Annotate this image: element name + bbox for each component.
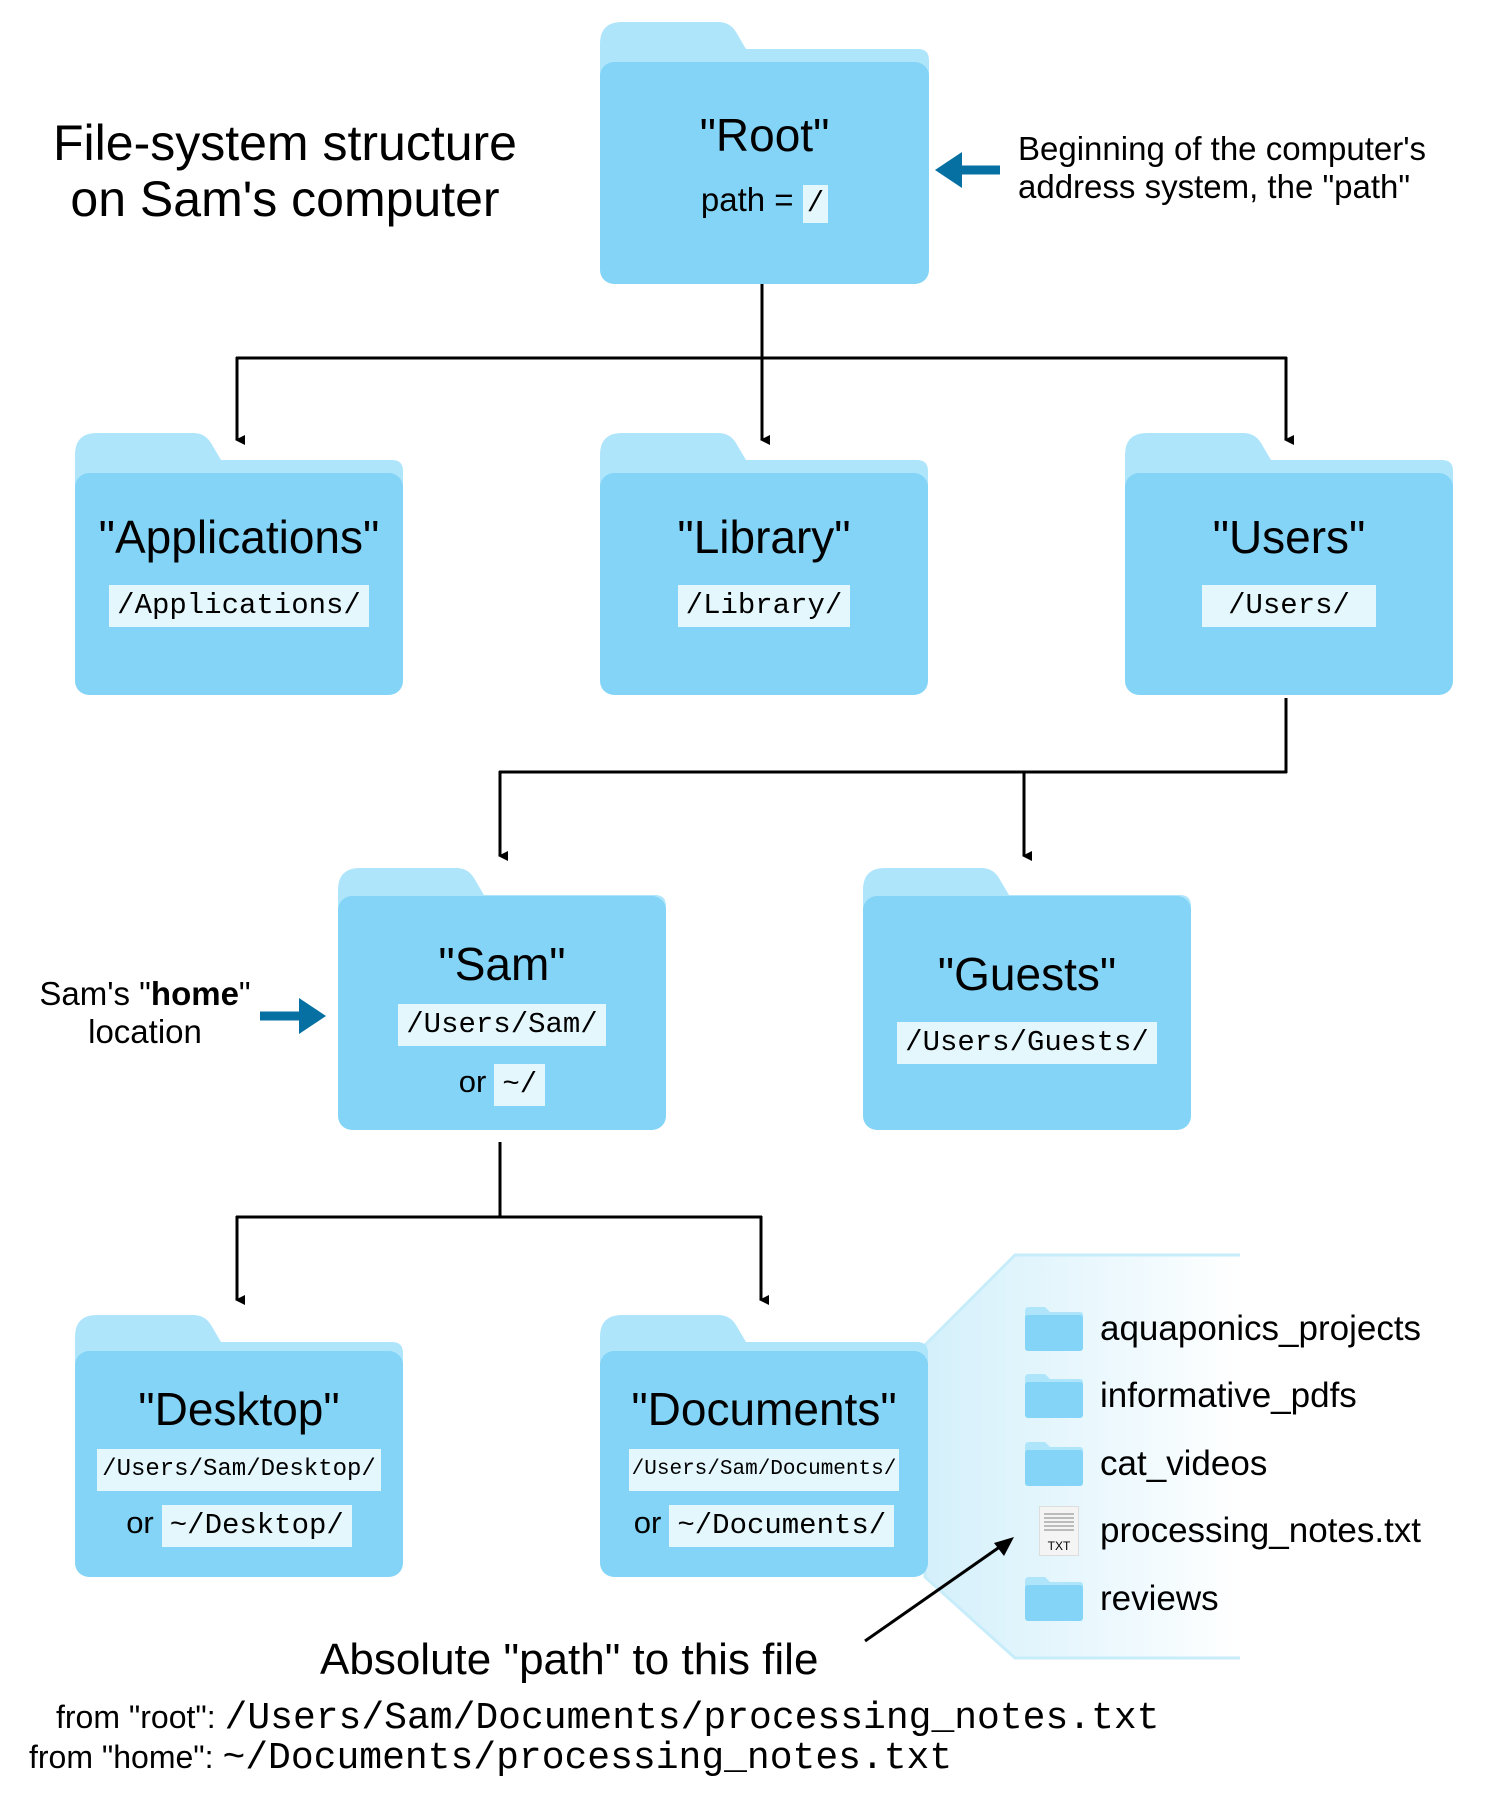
folder-desktop[interactable]: "Desktop" /Users/Sam/Desktop/ or~/Deskto… xyxy=(75,1315,403,1577)
from-home-label: from "home": xyxy=(29,1739,223,1775)
folder-applications-path: /Applications/ xyxy=(109,585,369,627)
list-item-label: reviews xyxy=(1100,1579,1219,1618)
folder-desktop-alt-path: ~/Desktop/ xyxy=(161,1505,352,1547)
folder-applications[interactable]: "Applications" /Applications/ xyxy=(75,433,403,695)
folder-root-path: / xyxy=(802,185,829,223)
folder-sam-name: "Sam" xyxy=(438,938,566,990)
home-annotation-bold: home xyxy=(150,975,239,1012)
list-item-label: cat_videos xyxy=(1100,1444,1268,1483)
folder-sam-path: /Users/Sam/ xyxy=(398,1004,606,1046)
folder-documents-path: /Users/Sam/Documents/ xyxy=(628,1449,900,1491)
from-root-line: from "root": /Users/Sam/Documents/proces… xyxy=(56,1697,1159,1739)
folder-sam[interactable]: "Sam" /Users/Sam/ or~/ xyxy=(338,868,666,1130)
folder-desktop-name: "Desktop" xyxy=(138,1383,340,1435)
from-home-line: from "home": ~/Documents/processing_note… xyxy=(29,1737,952,1779)
from-root-label: from "root": xyxy=(56,1699,225,1735)
home-annotation-suffix: " xyxy=(238,975,251,1012)
home-annotation-line-2: location xyxy=(88,1013,202,1050)
folder-guests-path: /Users/Guests/ xyxy=(897,1022,1157,1064)
diagram-title: File-system structure on Sam's computer xyxy=(30,115,540,227)
folder-icon xyxy=(75,433,403,695)
folder-desktop-path: /Users/Sam/Desktop/ xyxy=(97,1449,381,1491)
folder-documents-name: "Documents" xyxy=(631,1383,897,1435)
folder-users-name: "Users" xyxy=(1212,511,1366,563)
folder-root-path-label: path = xyxy=(700,181,803,218)
folder-guests-name: "Guests" xyxy=(937,948,1117,1000)
folder-documents[interactable]: "Documents" /Users/Sam/Documents/ or~/Do… xyxy=(600,1315,928,1577)
folder-icon xyxy=(1025,1577,1083,1621)
list-item-label: aquaponics_projects xyxy=(1100,1309,1422,1348)
folder-icon xyxy=(1125,433,1453,695)
folder-root-name: "Root" xyxy=(699,109,830,161)
title-line-1: File-system structure xyxy=(53,115,517,171)
list-item-label: processing_notes.txt xyxy=(1100,1511,1422,1550)
folder-root[interactable]: "Root" path = / xyxy=(600,22,929,284)
folder-library-path: /Library/ xyxy=(677,585,851,627)
folder-documents-alt-path: ~/Documents/ xyxy=(669,1505,895,1547)
home-annotation-prefix: Sam's " xyxy=(39,975,151,1012)
from-home-path: ~/Documents/processing_notes.txt xyxy=(222,1737,953,1780)
folder-library-name: "Library" xyxy=(677,511,851,563)
title-line-2: on Sam's computer xyxy=(70,171,500,227)
folder-applications-name: "Applications" xyxy=(98,511,380,563)
root-annotation-line-1: Beginning of the computer's xyxy=(1018,130,1427,167)
absolute-path-heading: Absolute "path" to this file xyxy=(320,1635,819,1684)
folder-icon xyxy=(600,22,929,284)
folder-icon xyxy=(1025,1374,1083,1418)
folder-sam-or: or xyxy=(458,1064,487,1099)
folder-icon xyxy=(863,868,1191,1130)
folder-documents-or: or xyxy=(633,1505,662,1540)
folder-icon xyxy=(600,433,928,695)
list-item-label: informative_pdfs xyxy=(1100,1376,1357,1415)
folder-users[interactable]: "Users" /Users/ xyxy=(1125,433,1453,695)
home-annotation: Sam's "home" location xyxy=(20,975,270,1051)
txt-file-icon: TXT xyxy=(1039,1506,1079,1556)
from-root-path: /Users/Sam/Documents/processing_notes.tx… xyxy=(224,1697,1160,1740)
folder-users-path: /Users/ xyxy=(1202,585,1376,627)
folder-library[interactable]: "Library" /Library/ xyxy=(600,433,928,695)
folder-sam-alt-path: ~/ xyxy=(494,1064,546,1106)
folder-guests[interactable]: "Guests" /Users/Guests/ xyxy=(863,868,1191,1130)
root-annotation: Beginning of the computer's address syst… xyxy=(1018,130,1498,206)
folder-desktop-or: or xyxy=(126,1505,154,1540)
txt-file-badge: TXT xyxy=(1047,1539,1071,1553)
root-annotation-line-2: address system, the "path" xyxy=(1018,168,1411,205)
folder-icon xyxy=(1025,1307,1083,1351)
folder-icon xyxy=(1025,1442,1083,1486)
